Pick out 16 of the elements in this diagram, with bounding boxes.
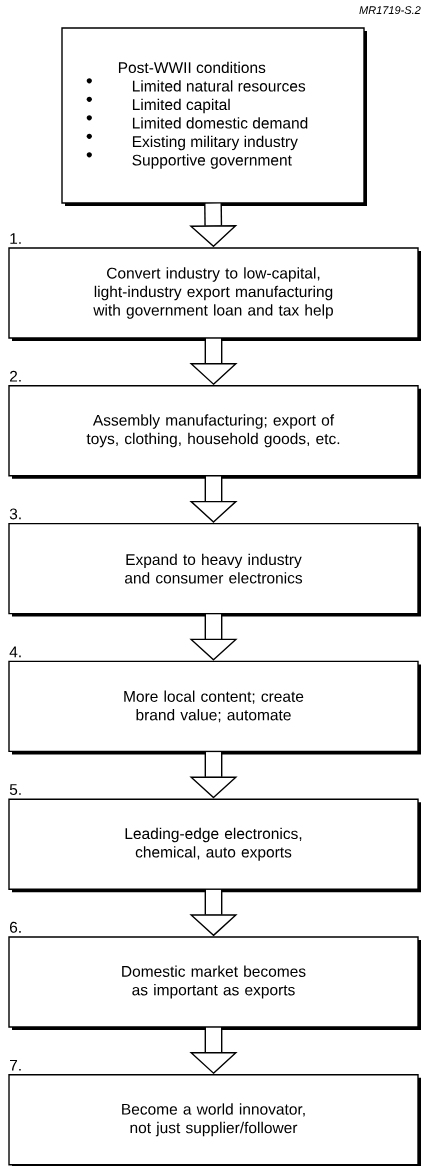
step-number: 3. xyxy=(9,508,21,520)
step-number: 5. xyxy=(9,784,21,795)
conditions-box: Post-WWII conditions Limited natural resources Limited capital Limited domestic demand Existing military industry Supportive government xyxy=(61,27,365,204)
step-number: 4. xyxy=(9,646,21,658)
step-box: Become a world innovator, not just supplier/follower xyxy=(8,1074,419,1166)
step-box: Convert industry to low-capital, light-industry export manufacturing with government loan and tax help xyxy=(8,247,419,339)
step-box: Assembly manufacturing; export of toys, clothing, household goods, etc. xyxy=(8,385,419,477)
step-number: 1. xyxy=(10,233,21,244)
step-box: More local content; create brand value; automate xyxy=(8,660,419,753)
figure-number: MR1719-S.2 xyxy=(359,6,421,14)
step-box: Leading-edge electronics, chemical, auto exports xyxy=(8,798,419,890)
step-number: 2. xyxy=(10,370,21,382)
step-number: 7. xyxy=(10,1059,21,1071)
step-box: Expand to heavy industry and consumer electronics xyxy=(8,522,419,615)
step-number: 6. xyxy=(10,921,21,933)
step-box: Domestic market becomes as important as exports xyxy=(8,936,419,1028)
